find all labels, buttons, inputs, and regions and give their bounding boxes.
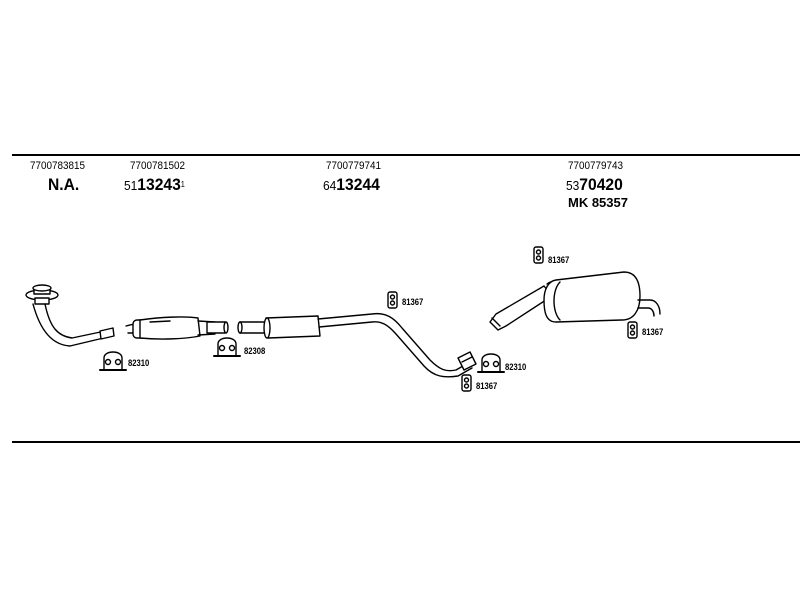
front-silencer-ref-main: 13243 <box>137 175 181 194</box>
front-silencer-ref: 51132431 <box>124 176 185 195</box>
top-rule <box>12 154 800 156</box>
bottom-rule <box>12 441 800 443</box>
rear-silencer-mounting-kit: MK 85357 <box>568 195 628 210</box>
hanger-icon-rear-top <box>533 246 544 264</box>
front-silencer-drawing <box>125 316 229 340</box>
front-pipe-ref: N.A. <box>48 175 80 194</box>
hanger-label-low: 81367 <box>476 381 498 391</box>
rear-silencer-drawing <box>489 271 661 331</box>
clamp-icon-2 <box>213 337 241 357</box>
hanger-label-rear-top: 81367 <box>548 255 570 265</box>
rear-silencer-ref-main: 70420 <box>579 175 623 194</box>
middle-pipe-ref-main: 13244 <box>336 175 380 194</box>
rear-silencer-ref-prefix: 53 <box>566 178 580 193</box>
hanger-icon-mid <box>387 291 398 309</box>
clamp-icon-3 <box>477 353 505 373</box>
front-pipe-drawing <box>25 284 115 347</box>
front-silencer-ref-prefix: 51 <box>124 178 138 193</box>
rear-silencer-part-number: 7700779743 <box>568 160 624 172</box>
clamp-label-1: 82310 <box>128 358 150 368</box>
hanger-label-mid: 81367 <box>402 297 424 307</box>
clamp-label-2: 82308 <box>244 346 266 356</box>
clamp-label-3: 82310 <box>505 362 527 372</box>
middle-pipe-ref: 6413244 <box>323 176 380 195</box>
front-silencer-ref-suffix: 1 <box>180 180 185 189</box>
clamp-icon-1 <box>99 351 127 371</box>
rear-silencer-ref: 5370420 <box>566 176 623 195</box>
middle-pipe-part-number: 7700779741 <box>326 160 382 172</box>
middle-pipe-drawing <box>237 312 477 378</box>
middle-pipe-ref-prefix: 64 <box>323 178 337 193</box>
hanger-label-rear-bottom: 81367 <box>642 327 664 337</box>
hanger-icon-rear-bottom <box>627 321 638 339</box>
front-pipe-part-number: 7700783815 <box>30 160 86 172</box>
front-silencer-part-number: 7700781502 <box>130 160 186 172</box>
hanger-icon-low <box>461 374 472 392</box>
